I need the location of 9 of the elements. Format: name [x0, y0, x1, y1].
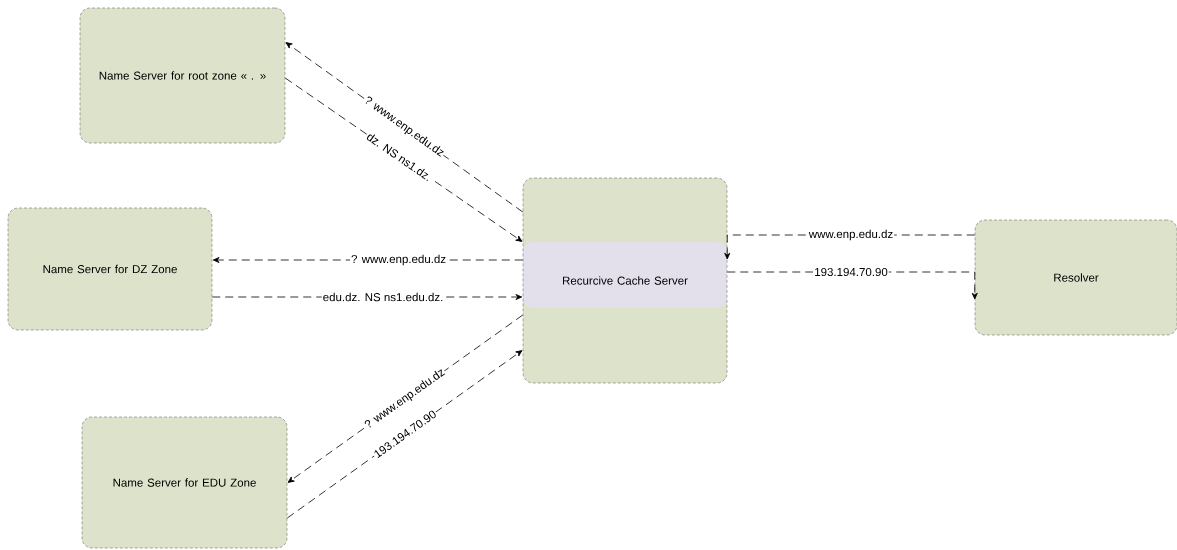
server-box: Recurcive Cache Server: [522, 177, 728, 384]
edge-label: 193.194.70.90: [813, 266, 889, 278]
edge-label: edu.dz. NS ns1.edu.dz.: [321, 291, 445, 303]
server-box: Name Server for root zone « . »: [79, 7, 286, 144]
server-box: Name Server for EDU Zone: [81, 416, 288, 549]
server-box: Resolver: [974, 219, 1177, 336]
edge-label: ? www.enp.edu.dz: [350, 253, 448, 267]
edge-label: www.enp.edu.dz: [807, 228, 895, 242]
server-box: Name Server for DZ Zone: [7, 207, 213, 331]
